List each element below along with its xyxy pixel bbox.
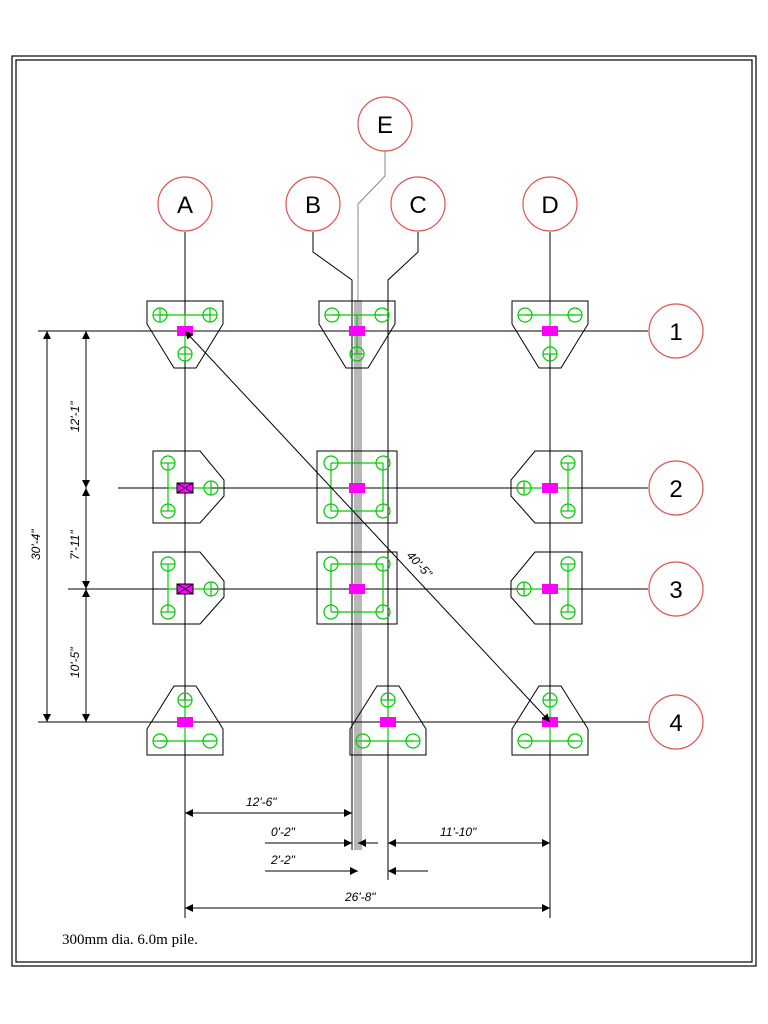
column-C4: [380, 717, 396, 727]
grey-beam-band: [354, 300, 362, 850]
dim-e-to-c: 2'-2": [270, 853, 296, 867]
bubble-label: E: [377, 112, 393, 139]
pile-cap-D3: [510, 551, 583, 625]
bubble-3: 3: [648, 561, 704, 617]
bubble-label: B: [305, 192, 321, 219]
dim-a-to-b: 12'-6": [246, 795, 277, 809]
pile-cap-D2: [510, 450, 583, 524]
dim-b-to-e: 0'-2": [271, 825, 296, 839]
bubble-label: 4: [669, 710, 682, 737]
dim-spacing-3-4: 10'-5": [68, 647, 82, 678]
column-D2: [542, 483, 558, 493]
gridlines-horizontal: [38, 330, 648, 723]
bubble-label: 1: [669, 319, 682, 346]
bubble-A: A: [157, 176, 213, 232]
bubble-C: C: [390, 176, 446, 232]
dim-c-to-d: 11'-10": [440, 825, 477, 839]
bubble-B: B: [285, 176, 341, 232]
bubble-label: 3: [669, 577, 682, 604]
bubble-label: D: [541, 192, 558, 219]
gridline-E: [357, 150, 386, 850]
dim-overall-vertical: 30'-4": [29, 529, 43, 560]
inner-border: [15, 59, 753, 963]
bubble-label: A: [177, 192, 193, 219]
vertical-dimensions: [43, 331, 90, 722]
pile-cap-A3: [152, 551, 225, 625]
column-B3: [349, 584, 365, 594]
bubble-label: 2: [669, 476, 682, 503]
bubble-E: E: [357, 96, 413, 152]
horizontal-dimensions: [185, 809, 550, 912]
row-bubbles: 1 2 3 4: [648, 303, 704, 750]
diagonal-dimension: 40'-5": [184, 330, 551, 723]
diagonal-label: 40'-5": [404, 548, 436, 580]
pile-cap-D1: [511, 300, 589, 369]
column-A4: [177, 717, 193, 727]
column-D3: [542, 584, 558, 594]
column-bubbles: A B C D E: [157, 96, 578, 232]
dim-a-to-d: 26'-8": [344, 890, 376, 904]
dim-spacing-2-3: 7'-11": [68, 530, 82, 560]
column-D1: [542, 326, 558, 336]
dim-spacing-1-2: 12'-1": [68, 401, 82, 432]
bubble-label: C: [409, 192, 426, 219]
bubble-1: 1: [648, 303, 704, 359]
column-B2: [349, 483, 365, 493]
column-B1: [349, 326, 365, 336]
bubble-4: 4: [648, 694, 704, 750]
bubble-D: D: [522, 176, 578, 232]
pile-cap-A2: [152, 450, 225, 524]
pile-caps: [146, 300, 589, 756]
outer-border: [11, 55, 757, 967]
bubble-2: 2: [648, 460, 704, 516]
pile-note: 300mm dia. 6.0m pile.: [62, 932, 198, 948]
gridlines-vertical: [184, 150, 551, 918]
